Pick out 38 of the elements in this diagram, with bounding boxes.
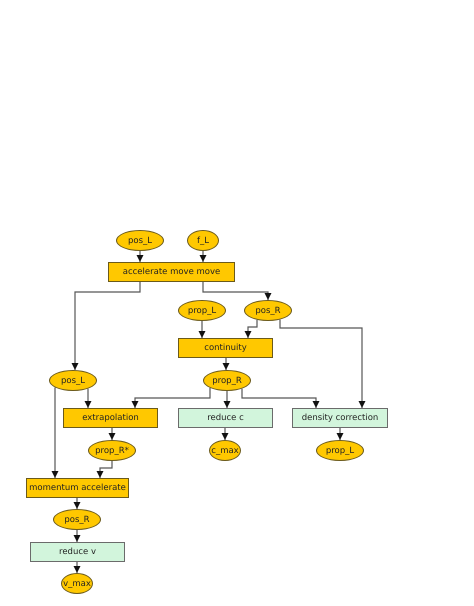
arrow	[72, 282, 141, 370]
arrow	[84, 388, 92, 408]
arrow	[224, 391, 230, 408]
arrow	[241, 388, 320, 408]
arrow	[200, 251, 206, 262]
process-box: momentum accelerate	[26, 478, 129, 498]
arrow	[74, 562, 80, 573]
ellipse-node: pos_L	[49, 370, 97, 391]
ellipse-node: prop_R*	[88, 440, 136, 461]
ellipse-node: pos_R	[53, 509, 101, 530]
ellipse-node: pos_R	[244, 300, 292, 321]
ellipse-node: prop_L	[316, 440, 364, 461]
arrow	[198, 321, 206, 338]
arrow	[279, 320, 366, 408]
ellipse-node: prop_R	[203, 370, 251, 391]
process-box: continuity	[178, 338, 273, 358]
arrow	[52, 387, 58, 478]
arrow	[222, 358, 230, 370]
ellipse-node: f_L	[187, 230, 219, 251]
process-box: extrapolation	[63, 408, 158, 428]
ellipse-node: c_max	[209, 440, 241, 461]
arrow	[108, 428, 116, 440]
arrow	[222, 428, 228, 440]
arrow	[132, 388, 211, 408]
arrow	[74, 498, 80, 509]
output-box: density correction	[292, 408, 388, 428]
arrow	[136, 251, 144, 262]
ellipse-node: prop_L	[178, 300, 226, 321]
arrow	[96, 461, 113, 478]
output-box: reduce c	[178, 408, 273, 428]
output-box: reduce v	[30, 542, 125, 562]
ellipse-node: v_max	[61, 573, 93, 594]
arrow	[244, 320, 258, 338]
process-box: accelerate move move	[108, 262, 235, 282]
arrow	[202, 282, 272, 300]
arrow	[74, 530, 80, 542]
ellipse-node: pos_L	[116, 230, 164, 251]
arrow	[336, 428, 344, 440]
